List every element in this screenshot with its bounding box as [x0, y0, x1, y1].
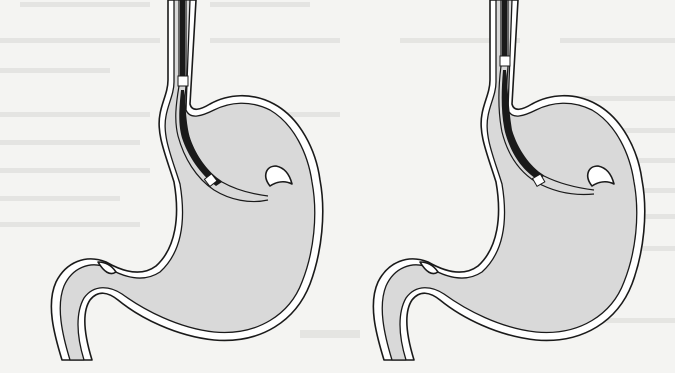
scope-segment-marker: [178, 76, 188, 86]
stomach-diagram-left: [51, 0, 322, 360]
scope-segment-marker: [500, 56, 510, 66]
stomach-diagram-right: [373, 0, 644, 360]
